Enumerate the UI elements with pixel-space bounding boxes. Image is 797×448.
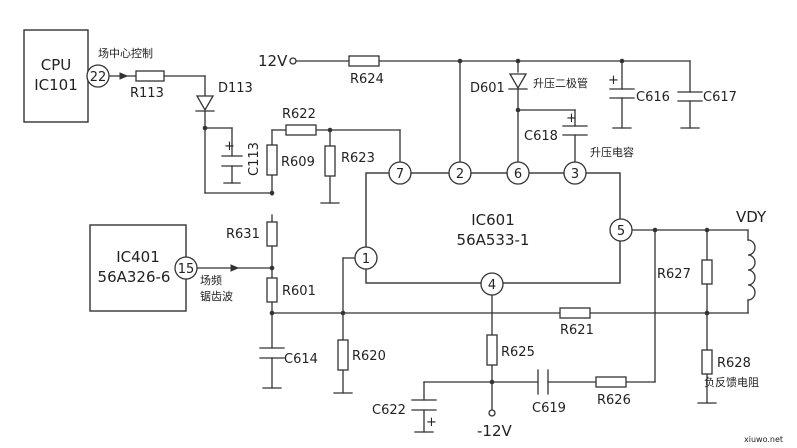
cpu-label: CPU: [41, 56, 72, 74]
d601-label: D601: [470, 81, 505, 96]
r627-label: R627: [657, 267, 691, 282]
r113-resistor: [135, 70, 165, 82]
r623-resistor: [324, 145, 336, 177]
r622-label: R622: [282, 107, 316, 122]
cpu-block: CPU IC101: [23, 29, 89, 123]
ic601-pin-4: 4: [488, 278, 496, 293]
ic401-signal-line1: 场频: [200, 273, 222, 287]
ic601-pin-4-circle: [480, 272, 504, 296]
c619-label: C619: [532, 401, 566, 416]
c113-capacitor: +: [221, 139, 243, 167]
cpu-pin-22: 22: [90, 70, 107, 85]
c622-polarity: +: [426, 415, 437, 430]
c619-capacitor: [537, 369, 549, 395]
c617-label: C617: [703, 90, 737, 105]
ic601-pin-3: 3: [571, 167, 579, 182]
c622-capacitor: +: [411, 399, 437, 430]
watermark: xiuwo.net: [744, 435, 783, 444]
c618-polarity: +: [566, 111, 577, 126]
ic601-block: IC601 56A533-1: [365, 172, 621, 284]
r628-note: 负反馈电阻: [704, 375, 759, 389]
r620-resistor: [337, 339, 349, 371]
ic601-pin-1-circle: [354, 246, 378, 270]
ic601-pin-6-circle: [506, 161, 530, 185]
ic601-pin-2-circle: [448, 161, 472, 185]
r113-label: R113: [130, 86, 164, 101]
ic601-type-label: 56A533-1: [457, 231, 530, 249]
ic601-pin-2: 2: [456, 167, 464, 182]
c622-label: C622: [372, 403, 406, 418]
ic601-pin-7: 7: [396, 167, 404, 182]
ic401-signal-arrow: [230, 264, 240, 272]
c617-capacitor: [677, 91, 703, 102]
c616-label: C616: [636, 90, 670, 105]
c616-polarity: +: [608, 73, 619, 88]
c616-capacitor: +: [608, 73, 635, 99]
d113-diode: [195, 95, 215, 112]
vee-terminal: [488, 409, 496, 417]
ic401-pin-15: 15: [178, 262, 195, 277]
r601-resistor: [266, 277, 278, 303]
r609-label: R609: [281, 155, 315, 170]
r631-label: R631: [226, 227, 260, 242]
r625-resistor: [486, 334, 498, 366]
r628-label: R628: [717, 356, 751, 371]
vcc-label: 12V: [258, 52, 288, 70]
r622-resistor: [285, 124, 317, 136]
r627-resistor: [701, 259, 713, 285]
cpu-signal-arrow: [119, 72, 129, 80]
cpu-signal-label: 场中心控制: [98, 46, 153, 60]
r625-label: R625: [501, 345, 535, 360]
ic401-block: IC401 56A326-6: [89, 224, 187, 312]
r624-label: R624: [350, 72, 384, 87]
c618-capacitor: +: [562, 111, 588, 136]
d601-diode: [508, 73, 528, 90]
r628-resistor: [701, 349, 713, 375]
ic601-pin-1: 1: [362, 252, 370, 267]
c618-label: C618: [524, 129, 558, 144]
vee-label: -12V: [477, 422, 512, 440]
r621-label: R621: [560, 323, 594, 338]
d113-label: D113: [218, 81, 253, 96]
c618-note: 升压电容: [590, 145, 634, 159]
wires: [108, 60, 749, 433]
ic401-signal-line2: 锯齿波: [200, 289, 233, 303]
c113-label: C113: [247, 142, 262, 176]
d601-note: 升压二极管: [533, 76, 588, 90]
r626-resistor: [595, 376, 627, 388]
ic601-pin-5-circle: [609, 218, 633, 242]
ic601-label: IC601: [471, 211, 515, 229]
r631-resistor: [266, 221, 278, 247]
ic401-label: IC401: [116, 248, 160, 266]
junction-dots: [202, 58, 710, 385]
r626-label: R626: [597, 393, 631, 408]
vdy-label: VDY: [736, 208, 767, 226]
r609-resistor: [266, 144, 278, 176]
r624-resistor: [348, 55, 380, 67]
ic601-pin-6: 6: [514, 167, 522, 182]
c614-capacitor: [259, 347, 285, 359]
ic401-type-label: 56A326-6: [98, 268, 171, 286]
ic601-pin-5: 5: [617, 224, 625, 239]
c113-polarity: +: [224, 139, 235, 154]
cpu-pin-22-circle: [86, 64, 110, 88]
r620-label: R620: [352, 349, 386, 364]
r621-resistor: [559, 307, 591, 319]
c614-label: C614: [284, 352, 318, 367]
vdy-coil: [747, 239, 756, 301]
ic401-pin-15-circle: [174, 256, 198, 280]
cpu-ic-label: IC101: [34, 76, 78, 94]
ic601-pin-3-circle: [563, 161, 587, 185]
ic601-pin-7-circle: [388, 161, 412, 185]
r623-label: R623: [341, 151, 375, 166]
vcc-terminal: [289, 57, 297, 65]
r601-label: R601: [282, 284, 316, 299]
